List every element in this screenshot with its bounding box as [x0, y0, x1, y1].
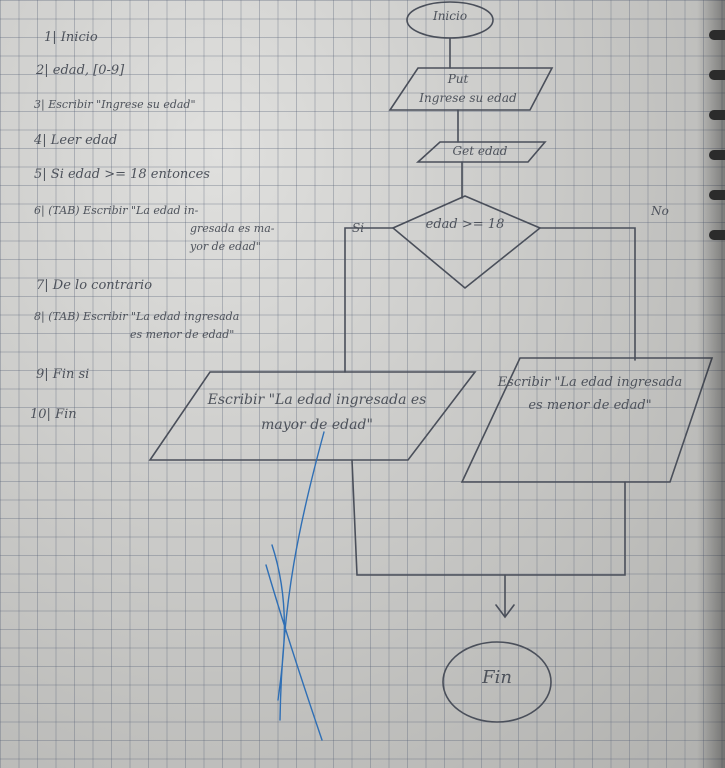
- get-text: Get edad: [452, 144, 508, 158]
- binder-hole: [709, 150, 725, 160]
- output-major-parallelogram: [148, 371, 477, 461]
- output-minor-text: Escribir "La edad ingresada es menor de …: [497, 375, 683, 413]
- binder-hole: [709, 30, 725, 40]
- output-minor-parallelogram: [460, 357, 714, 483]
- put-parallelogram: [388, 67, 554, 111]
- end-label: Fin: [482, 667, 512, 688]
- binder-hole: [709, 190, 725, 200]
- pseudocode-line-4: 4| Leer edad: [34, 133, 118, 148]
- blue-pen-stroke: [265, 431, 325, 741]
- start-label: Inicio: [432, 9, 468, 23]
- binder-hole: [709, 70, 725, 80]
- pseudocode-line-1: 1| Inicio: [44, 30, 98, 45]
- put-text: Ingrese su edad: [419, 91, 517, 105]
- get-parallelogram: [415, 141, 547, 163]
- pseudocode-line-5: 5| Si edad >= 18 entonces: [34, 167, 210, 182]
- pseudocode-line-6-end: yor de edad": [190, 240, 261, 253]
- pseudocode-line-3: 3| Escribir "Ingrese su edad": [34, 98, 196, 111]
- yes-branch-line: [344, 227, 394, 373]
- no-branch-line: [539, 227, 636, 361]
- pseudocode-line-2: 2| edad, [0-9]: [36, 63, 125, 78]
- put-label: Put: [447, 72, 469, 86]
- pseudocode-line-10: 10| Fin: [30, 407, 77, 422]
- decision-diamond: [391, 195, 542, 290]
- binder-hole: [709, 230, 725, 240]
- pseudocode-line-8-cont: es menor de edad": [130, 328, 235, 341]
- end-terminal: [442, 641, 552, 723]
- decision-text: edad >= 18: [425, 217, 505, 232]
- pseudocode-line-6-cont: gresada es ma-: [190, 222, 275, 235]
- page-edge-shadow: [697, 0, 725, 768]
- merge-line: [351, 459, 626, 576]
- yes-label: Si: [351, 221, 365, 235]
- pseudocode-line-9: 9| Fin si: [36, 367, 90, 382]
- pseudocode-line-6: 6| (TAB) Escribir "La edad in-: [34, 204, 199, 217]
- output-major-text: Escribir "La edad ingresada es mayor de …: [207, 392, 427, 434]
- no-label: No: [651, 204, 669, 218]
- pseudocode-line-7: 7| De lo contrario: [36, 278, 153, 293]
- pseudocode-line-8: 8| (TAB) Escribir "La edad ingresada: [34, 310, 240, 323]
- binder-hole: [709, 110, 725, 120]
- arrow-head: [495, 604, 515, 619]
